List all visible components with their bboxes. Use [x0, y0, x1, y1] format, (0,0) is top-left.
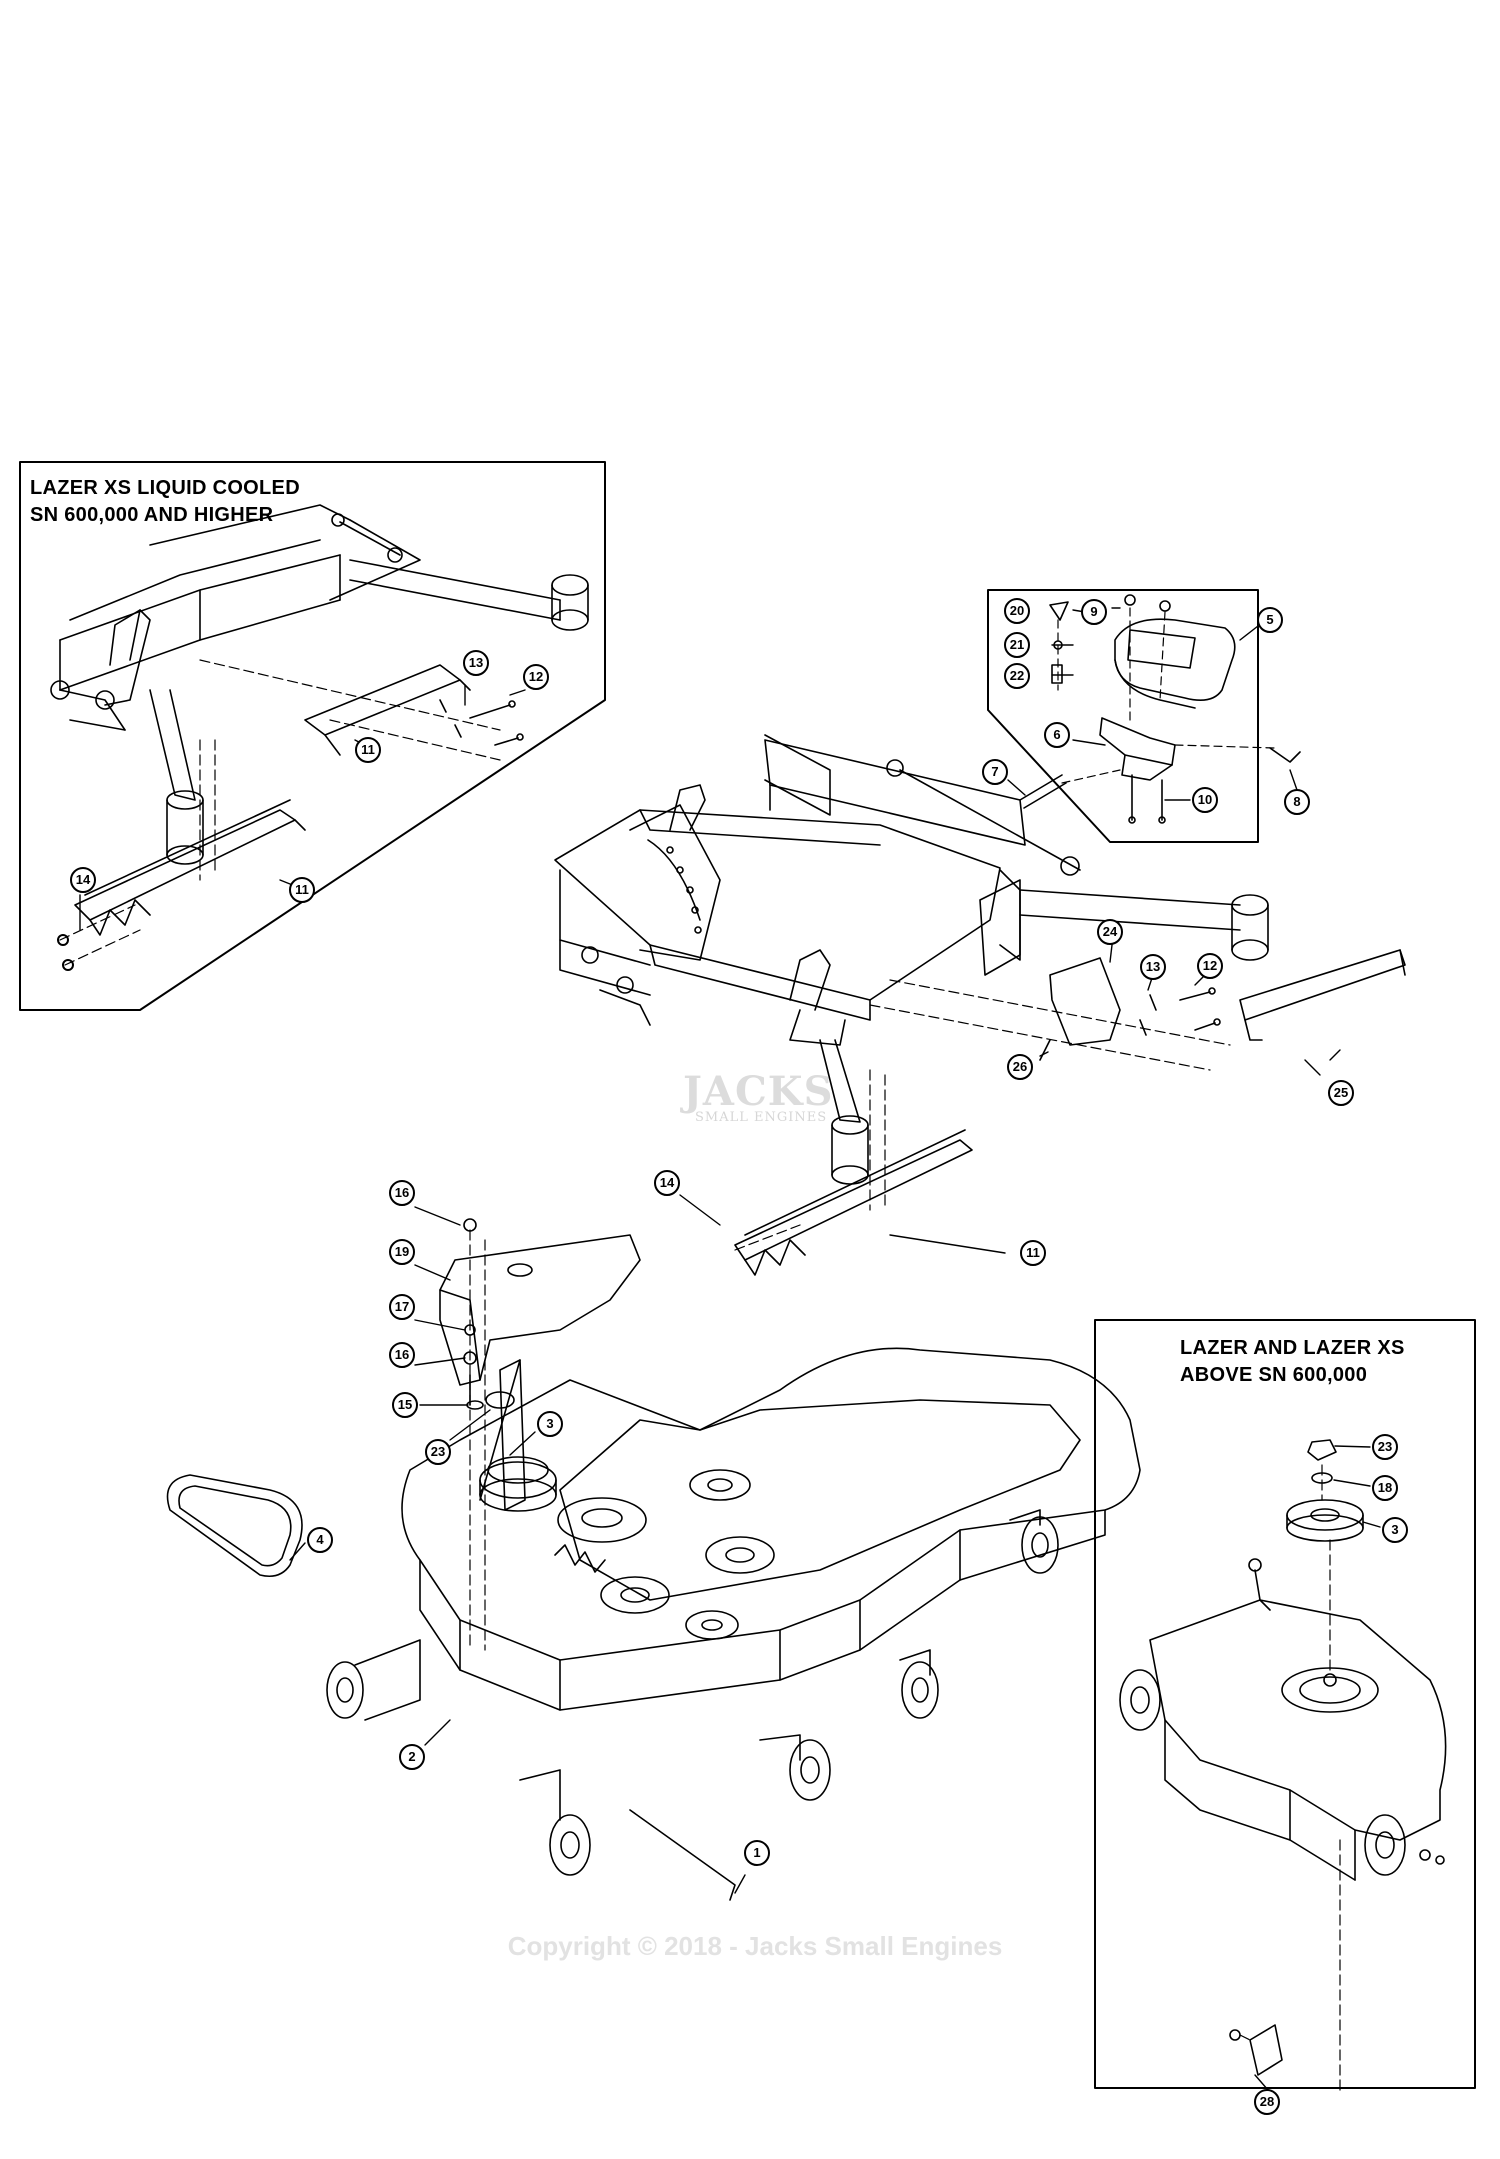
- inset-br-border: [1094, 1319, 1476, 2089]
- callout-3[interactable]: 3: [1382, 1517, 1408, 1543]
- seat-inset-border: [987, 589, 1259, 843]
- main-leaders: [679, 944, 1341, 1254]
- callout-28[interactable]: 28: [1254, 2089, 1280, 2115]
- main-frame-assembly: [554, 734, 1269, 1185]
- main-alignment-lines: [734, 979, 1231, 1251]
- callout-8[interactable]: 8: [1284, 789, 1310, 815]
- callout-24[interactable]: 24: [1097, 919, 1123, 945]
- watermark-logo-text: JACKS: [683, 1068, 834, 1115]
- baffle-lower-inset: [74, 799, 306, 936]
- deck-leaders: [289, 1206, 746, 1894]
- inset-border: [19, 461, 606, 1011]
- alignment-lines-inset: [59, 659, 501, 966]
- callout-25[interactable]: 25: [1328, 1080, 1354, 1106]
- bolts-inset: [439, 699, 524, 746]
- callout-11[interactable]: 11: [1020, 1240, 1046, 1266]
- watermark-logo-subtext: SMALL ENGINES: [695, 1110, 828, 1125]
- callout-20[interactable]: 20: [1004, 598, 1030, 624]
- callout-12[interactable]: 12: [523, 664, 549, 690]
- callout-2[interactable]: 2: [399, 1744, 425, 1770]
- main-bolts: [1039, 987, 1221, 1061]
- callout-11[interactable]: 11: [355, 737, 381, 763]
- callout-6[interactable]: 6: [1044, 722, 1070, 748]
- callout-7[interactable]: 7: [982, 759, 1008, 785]
- callout-10[interactable]: 10: [1192, 787, 1218, 813]
- watermark-logo: JACKS SMALL ENGINES: [655, 1058, 845, 1138]
- callout-5[interactable]: 5: [1257, 607, 1283, 633]
- callout-13[interactable]: 13: [463, 650, 489, 676]
- callout-15[interactable]: 15: [392, 1392, 418, 1418]
- inset-liquid-cooled: [19, 461, 606, 1011]
- callout-19[interactable]: 19: [389, 1239, 415, 1265]
- callout-23[interactable]: 23: [1372, 1434, 1398, 1460]
- callout-13[interactable]: 13: [1140, 954, 1166, 980]
- deck-frame-inset: [50, 504, 589, 865]
- callout-17[interactable]: 17: [389, 1294, 415, 1320]
- callout-9[interactable]: 9: [1081, 599, 1107, 625]
- callout-18[interactable]: 18: [1372, 1475, 1398, 1501]
- main-baffles: [734, 949, 1406, 1276]
- callout-23[interactable]: 23: [425, 1439, 451, 1465]
- callout-26[interactable]: 26: [1007, 1054, 1033, 1080]
- inset-above-sn-title: LAZER AND LAZER XS ABOVE SN 600,000: [1180, 1337, 1405, 1386]
- callout-21[interactable]: 21: [1004, 632, 1030, 658]
- copyright-watermark: Copyright © 2018 - Jacks Small Engines: [507, 1931, 1003, 1961]
- inset-liquid-cooled-title: LAZER XS LIQUID COOLED SN 600,000 AND HI…: [30, 477, 300, 526]
- seat-inset: [987, 589, 1301, 843]
- callout-14[interactable]: 14: [654, 1170, 680, 1196]
- callout-22[interactable]: 22: [1004, 663, 1030, 689]
- callout-16[interactable]: 16: [389, 1180, 415, 1206]
- deck-alignment-lines: [469, 1229, 486, 1651]
- callout-1[interactable]: 1: [744, 1840, 770, 1866]
- callout-11[interactable]: 11: [289, 877, 315, 903]
- callout-4[interactable]: 4: [307, 1527, 333, 1553]
- callout-12[interactable]: 12: [1197, 953, 1223, 979]
- callout-14[interactable]: 14: [70, 867, 96, 893]
- callout-16[interactable]: 16: [389, 1342, 415, 1368]
- mower-deck: [166, 1347, 1141, 1901]
- inset-above-sn: [1094, 1319, 1476, 2091]
- callout-3[interactable]: 3: [537, 1411, 563, 1437]
